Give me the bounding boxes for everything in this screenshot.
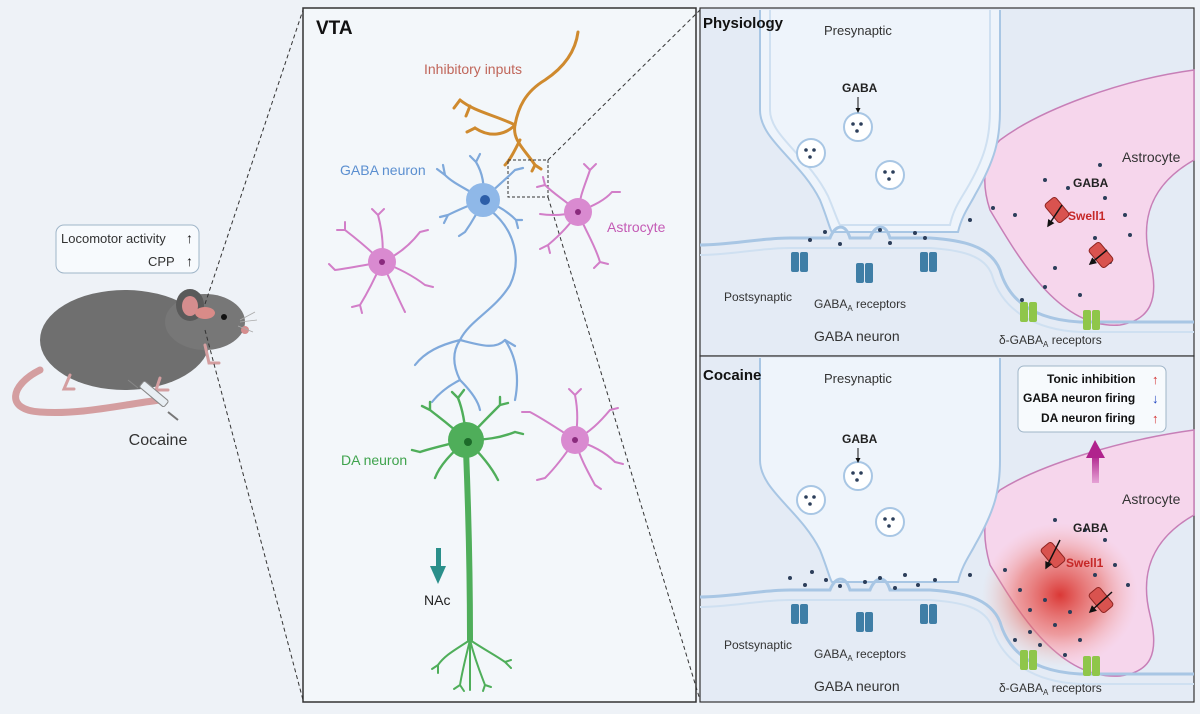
effect-cpp-label: CPP	[148, 254, 175, 269]
physiology-astrocyte-shape	[984, 69, 1195, 326]
physiology-receptors-label: GABAA receptors	[814, 297, 906, 313]
cocaine-receptors-label: GABAA receptors	[814, 647, 906, 663]
effect-locomotor-arrow: ↑	[186, 230, 193, 246]
cocaine-delta-label: δ-GABAA receptors	[999, 681, 1102, 697]
syringe-icon	[127, 379, 179, 421]
zoom-line-right-bottom	[547, 196, 701, 701]
inhibitory-inputs-label: Inhibitory inputs	[424, 61, 522, 77]
synapse-zoom-box	[507, 159, 549, 198]
cocaine-gaba-molecules	[788, 518, 1130, 657]
mouse-illustration	[12, 289, 258, 421]
gaba-neuron-label: GABA neuron	[340, 162, 426, 178]
physiology-panel: Physiology Presynaptic GABA Astrocyte GA…	[699, 7, 1195, 357]
physiology-swell1-channels	[1044, 197, 1114, 268]
cocaine-gaba-release-glow	[982, 523, 1138, 667]
physiology-astrocyte-label: Astrocyte	[1122, 149, 1181, 165]
left-panel: Locomotor activity ↑ CPP ↑ Cocaine	[0, 0, 300, 714]
cocaine-presynaptic-terminal	[759, 358, 1001, 583]
nac-arrow-icon	[430, 548, 446, 584]
inhibitory-axon	[452, 30, 580, 173]
cocaine-panel: Tonic inhibition ↑ GABA neuron firing ↓ …	[699, 355, 1195, 703]
da-neuron-label: DA neuron	[341, 452, 407, 468]
mouse-eye	[221, 314, 227, 320]
cocaine-swell1-channels	[1040, 539, 1114, 614]
vta-panel: VTA Inhibitory inputs	[302, 7, 701, 703]
da-axon	[463, 447, 473, 643]
cocaine-postsynaptic-membrane	[699, 577, 1194, 676]
da-neuron	[410, 388, 525, 692]
effect-tonic-inhibition-arrow: ↑	[1152, 372, 1159, 387]
cocaine-swell1-label: Swell1	[1066, 556, 1104, 570]
effect-tonic-inhibition-label: Tonic inhibition	[1047, 372, 1135, 386]
cocaine-astrocyte-label: Astrocyte	[1122, 491, 1181, 507]
physiology-title: Physiology	[703, 15, 784, 32]
physiology-vesicles	[796, 112, 905, 190]
cocaine-drug-label: Cocaine	[129, 432, 188, 449]
cocaine-effects-box: Tonic inhibition ↑ GABA neuron firing ↓ …	[1017, 365, 1167, 433]
effect-cpp-arrow: ↑	[186, 253, 193, 269]
effect-da-firing-arrow: ↑	[1152, 411, 1159, 426]
physiology-neuron-label: GABA neuron	[814, 328, 900, 344]
mouse-tail	[12, 366, 164, 416]
physiology-postsynaptic-label: Postsynaptic	[724, 290, 792, 304]
zoom-line-bottom	[204, 329, 304, 701]
physiology-astro-gaba-label: GABA	[1073, 176, 1109, 190]
vta-frame	[302, 7, 697, 703]
physiology-delta-receptors	[1020, 302, 1100, 330]
cocaine-presynaptic-label: Presynaptic	[824, 371, 892, 386]
cocaine-astro-gaba-label: GABA	[1073, 521, 1109, 535]
cocaine-delta-receptors	[1020, 650, 1100, 676]
physiology-postsynaptic-membrane	[699, 225, 1194, 324]
vta-title: VTA	[316, 18, 353, 39]
cocaine-neuron-label: GABA neuron	[814, 678, 900, 694]
astrocyte-label: Astrocyte	[607, 219, 666, 235]
physiology-delta-label: δ-GABAA receptors	[999, 333, 1102, 349]
physiology-gabaa-receptors	[791, 252, 937, 283]
cocaine-vesicles	[796, 461, 905, 537]
behavior-effects-box: Locomotor activity ↑ CPP ↑	[55, 224, 200, 274]
physiology-swell1-label: Swell1	[1068, 209, 1106, 223]
physiology-gaba-label: GABA	[842, 81, 878, 95]
cocaine-gaba-label: GABA	[842, 432, 878, 446]
physiology-presynaptic-label: Presynaptic	[824, 23, 892, 38]
effect-gaba-firing-arrow: ↓	[1152, 391, 1159, 406]
cocaine-postsynaptic-label: Postsynaptic	[724, 638, 792, 652]
nac-label: NAc	[424, 592, 450, 608]
gaba-neuron	[413, 152, 525, 412]
zoom-line-right-top	[547, 9, 701, 161]
cocaine-title: Cocaine	[703, 367, 761, 384]
effect-locomotor-label: Locomotor activity	[61, 231, 166, 246]
cocaine-gabaa-receptors	[791, 604, 937, 632]
zoom-line-top	[204, 9, 304, 305]
effect-gaba-firing-label: GABA neuron firing	[1023, 391, 1135, 405]
outcome-up-arrow-icon	[1086, 440, 1105, 483]
effect-da-firing-label: DA neuron firing	[1041, 411, 1135, 425]
